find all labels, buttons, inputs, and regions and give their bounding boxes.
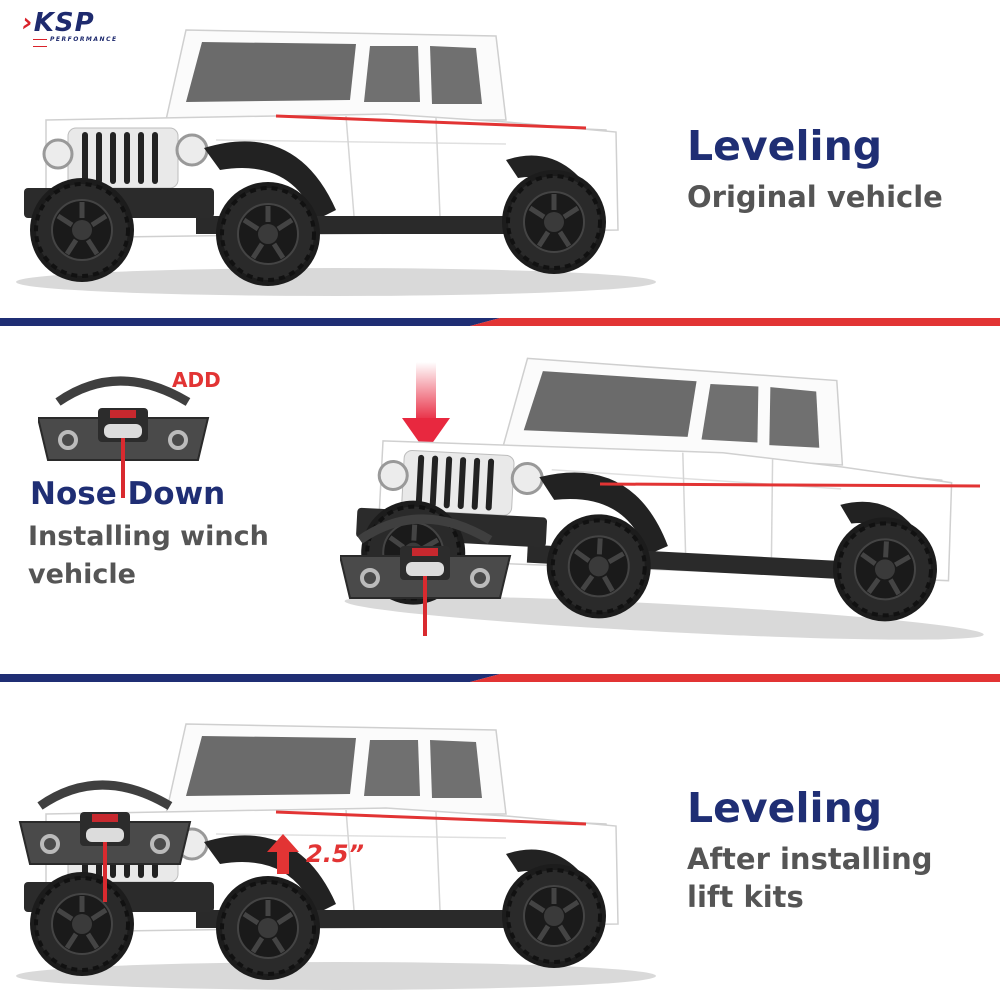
subline: Original vehicle — [687, 180, 943, 214]
subline: After installing lift kits — [687, 840, 933, 916]
headline: Nose Down — [30, 476, 226, 512]
subline-line: Installing winch — [28, 521, 269, 552]
logo-subtext: PERFORMANCE — [30, 36, 132, 50]
panel-original-vehicle: ›KSP PERFORMANCE Leveling Original vehic… — [0, 0, 1000, 318]
logo-text: KSP — [33, 8, 95, 38]
subline-line: vehicle — [28, 559, 136, 590]
up-arrow-icon — [267, 834, 299, 878]
headline: Leveling — [687, 122, 883, 170]
pickup-truck-icon — [6, 20, 666, 300]
level-line-icon — [275, 810, 587, 826]
logo-swoosh-icon: › — [22, 8, 34, 38]
level-line-icon — [599, 482, 981, 488]
pickup-truck-icon — [340, 356, 1000, 646]
down-arrow-icon — [400, 362, 452, 458]
lift-height-label: 2.5” — [306, 840, 364, 868]
level-line-icon — [275, 114, 587, 130]
panel-nose-down: ADD Nose Down Installing winch vehicle — [0, 328, 1000, 673]
panel-leveling-lift-kit: 2.5” Leveling After installing lift kits — [0, 684, 1000, 1000]
ksp-logo: ›KSP PERFORMANCE — [22, 8, 132, 50]
headline: Leveling — [687, 784, 883, 832]
subline-line: After installing — [687, 842, 933, 876]
section-divider — [0, 318, 1000, 326]
subline-line: lift kits — [687, 880, 804, 914]
pickup-truck-icon — [6, 714, 666, 996]
logo-mark: ›KSP — [22, 8, 95, 38]
add-label: ADD — [172, 368, 221, 392]
subline: Installing winch vehicle — [28, 518, 269, 594]
section-divider — [0, 674, 1000, 682]
